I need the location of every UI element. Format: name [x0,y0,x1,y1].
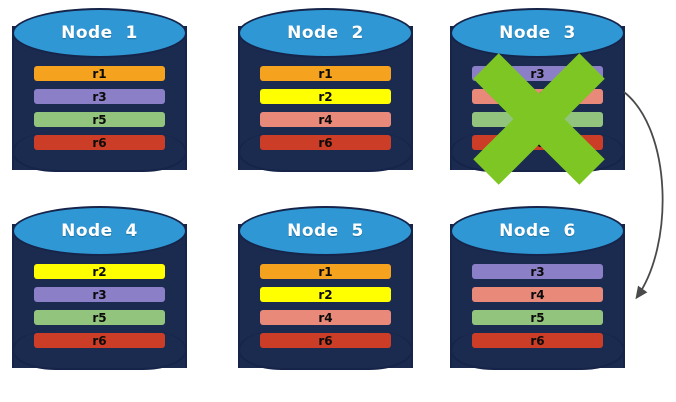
replica-bar-r3[interactable]: r3 [472,264,603,279]
replica-label: r4 [530,89,545,104]
replica-bar-r3[interactable]: r3 [34,89,165,104]
node-label: Node 5 [287,221,364,241]
node-label: Node 4 [61,221,138,241]
replica-bar-r6[interactable]: r6 [260,135,391,150]
replica-bar-r5[interactable]: r5 [472,112,603,127]
replica-label: r5 [92,310,107,325]
replica-list: r1 r3 r5 r6 [34,66,165,150]
replica-bar-r3[interactable]: r3 [34,287,165,302]
node-cylinder-6[interactable]: Node 6 r3 r4 r5 r6 [450,206,625,386]
replica-label: r6 [92,135,107,150]
replica-label: r3 [530,264,545,279]
replica-label: r1 [92,66,107,81]
replica-bar-r2[interactable]: r2 [34,264,165,279]
replica-list: r1 r2 r4 r6 [260,264,391,348]
node-label: Node 2 [287,23,364,43]
replica-label: r6 [92,333,107,348]
replica-label: r6 [530,333,545,348]
replica-label: r2 [92,264,107,279]
replica-bar-r5[interactable]: r5 [34,310,165,325]
replica-bar-r6[interactable]: r6 [472,135,603,150]
replica-label: r1 [318,264,333,279]
replica-list: r1 r2 r4 r6 [260,66,391,150]
replica-list: r3 r4 r5 r6 [472,66,603,150]
replica-label: r1 [318,66,333,81]
cylinder-top-ellipse: Node 2 [238,8,413,58]
replica-label: r5 [530,310,545,325]
replica-bar-r5[interactable]: r5 [472,310,603,325]
replica-bar-r6[interactable]: r6 [34,135,165,150]
replica-label: r3 [530,66,545,81]
arrow-path [623,91,664,300]
replica-label: r3 [92,287,107,302]
replica-bar-r2[interactable]: r2 [260,287,391,302]
replica-bar-r1[interactable]: r1 [260,264,391,279]
replica-bar-r4[interactable]: r4 [260,112,391,127]
replica-label: r6 [530,135,545,150]
replica-list: r3 r4 r5 r6 [472,264,603,348]
replica-bar-r4[interactable]: r4 [472,89,603,104]
replica-label: r2 [318,89,333,104]
node-label: Node 6 [499,221,576,241]
cylinder-top-ellipse: Node 1 [12,8,187,58]
replica-label: r4 [530,287,545,302]
replica-bar-r1[interactable]: r1 [260,66,391,81]
node-cylinder-5[interactable]: Node 5 r1 r2 r4 r6 [238,206,413,386]
cylinder-top-ellipse: Node 6 [450,206,625,256]
replica-bar-r6[interactable]: r6 [472,333,603,348]
replica-bar-r2[interactable]: r2 [260,89,391,104]
replica-bar-r1[interactable]: r1 [34,66,165,81]
node-cylinder-2[interactable]: Node 2 r1 r2 r4 r6 [238,8,413,188]
replica-bar-r4[interactable]: r4 [472,287,603,302]
node-cylinder-4[interactable]: Node 4 r2 r3 r5 r6 [12,206,187,386]
replica-bar-r6[interactable]: r6 [260,333,391,348]
node-cylinder-1[interactable]: Node 1 r1 r3 r5 r6 [12,8,187,188]
node-label: Node 3 [499,23,576,43]
replica-bar-r4[interactable]: r4 [260,310,391,325]
node-cylinder-3[interactable]: Node 3 r3 r4 r5 r6 [450,8,625,188]
replica-bar-r5[interactable]: r5 [34,112,165,127]
replica-label: r4 [318,310,333,325]
node-label: Node 1 [61,23,138,43]
replica-label: r3 [92,89,107,104]
replica-label: r2 [318,287,333,302]
replica-label: r4 [318,112,333,127]
replica-bar-r3[interactable]: r3 [472,66,603,81]
replica-bar-r6[interactable]: r6 [34,333,165,348]
replica-label: r6 [318,135,333,150]
replica-list: r2 r3 r5 r6 [34,264,165,348]
cylinder-top-ellipse: Node 3 [450,8,625,58]
replica-label: r5 [92,112,107,127]
replica-label: r6 [318,333,333,348]
cylinder-top-ellipse: Node 4 [12,206,187,256]
replica-label: r5 [530,112,545,127]
cylinder-top-ellipse: Node 5 [238,206,413,256]
